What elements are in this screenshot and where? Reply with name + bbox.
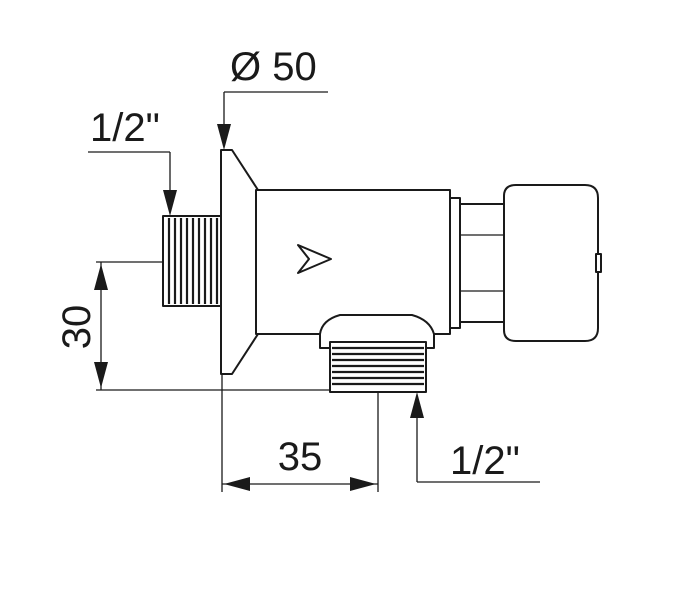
dimension-outlet-thread: 1/2" (410, 392, 540, 483)
push-button-cap (503, 184, 602, 342)
dimension-depth: 35 (221, 374, 379, 492)
wall-flange (220, 149, 259, 375)
valve-neck (449, 197, 505, 329)
depth-label: 35 (278, 435, 323, 479)
dimension-inlet-thread: 1/2" (88, 106, 177, 216)
inlet-thread-stub (162, 215, 224, 307)
flange-diameter-label: Ø 50 (230, 45, 317, 89)
valve-body (255, 189, 451, 335)
dimension-height: 30 (55, 261, 330, 391)
chevron-logo-icon (297, 244, 332, 274)
outlet-thread-label: 1/2" (450, 439, 520, 483)
outlet-thread-stub (319, 314, 435, 393)
height-label: 30 (55, 305, 99, 350)
inlet-thread-label: 1/2" (90, 106, 160, 150)
dimension-flange-diameter: Ø 50 (217, 45, 328, 150)
